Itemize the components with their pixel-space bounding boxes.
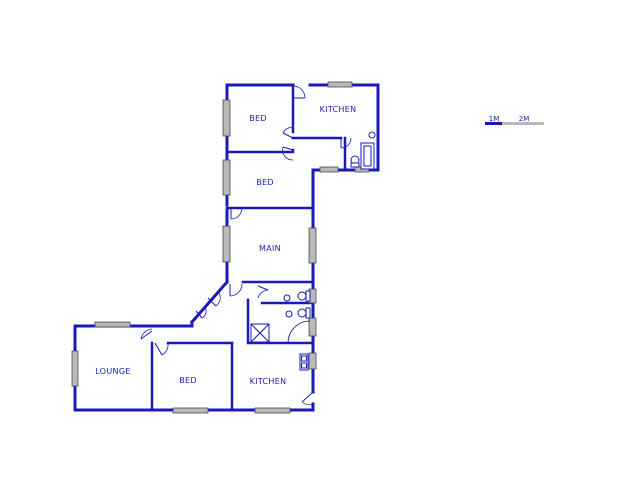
sink-icon: [299, 353, 309, 371]
window-bath-2: [308, 317, 317, 337]
door-bed-kitchen: [292, 85, 306, 99]
window-kitchen-lower: [308, 352, 317, 370]
toilet-icon: [297, 291, 307, 301]
wall-bed-bed: [225, 148, 295, 154]
window-bed-top: [222, 99, 231, 137]
room-label-bed-bottom: BED: [179, 376, 197, 385]
door-main-passage: [229, 283, 243, 297]
door-bed-lower: [154, 342, 169, 356]
windows: [71, 81, 370, 414]
room-label-lounge: LOUNGE: [95, 367, 130, 376]
door-bed-main: [230, 207, 243, 220]
window-main-right: [308, 227, 317, 264]
room-label-bed-top: BED: [249, 114, 267, 123]
scale-label-2m: 2M: [519, 115, 530, 123]
window-bed-bottom: [172, 407, 209, 414]
doors: [140, 85, 352, 406]
window-lounge-left: [71, 350, 79, 387]
scale-segment-1: [485, 122, 502, 125]
window-bed-middle: [222, 159, 231, 196]
basin-icon: [283, 294, 291, 302]
door-wc: [340, 137, 352, 149]
door-kitchen-passage: [282, 126, 294, 139]
door-exterior-kitchen: [301, 391, 314, 406]
scale-label-1m: 1M: [489, 115, 500, 123]
door-diagonal: [195, 292, 221, 319]
room-label-main: MAIN: [259, 244, 281, 253]
shower-icon: [250, 323, 270, 343]
door-shower: [287, 320, 311, 344]
door-lounge: [140, 328, 153, 340]
window-kitchen-bottom: [319, 166, 339, 173]
room-label-bed-middle: BED: [256, 178, 274, 187]
window-main-left: [222, 225, 231, 263]
wall-diagonal: [189, 279, 230, 325]
basin-icon: [285, 310, 293, 318]
fixtures: [250, 131, 376, 371]
interior-walls: [150, 83, 347, 412]
toilet-icon: [297, 308, 307, 318]
wall-lounge-wing: [73, 320, 234, 412]
room-labels: BED KITCHEN BED MAIN LOUNGE BED KITCHEN: [95, 105, 356, 386]
scale-bar: 1M 2M: [485, 115, 544, 125]
window-lounge-top: [94, 321, 131, 328]
room-label-kitchen-bottom: KITCHEN: [250, 377, 287, 386]
scale-segment-2: [502, 122, 544, 125]
basin-icon: [368, 131, 376, 139]
window-kitchen-bottom-lower: [254, 407, 291, 414]
door-bath: [257, 285, 269, 299]
door-passage: [282, 146, 294, 161]
room-label-kitchen-top: KITCHEN: [320, 105, 357, 114]
window-kitchen-top: [327, 81, 353, 88]
